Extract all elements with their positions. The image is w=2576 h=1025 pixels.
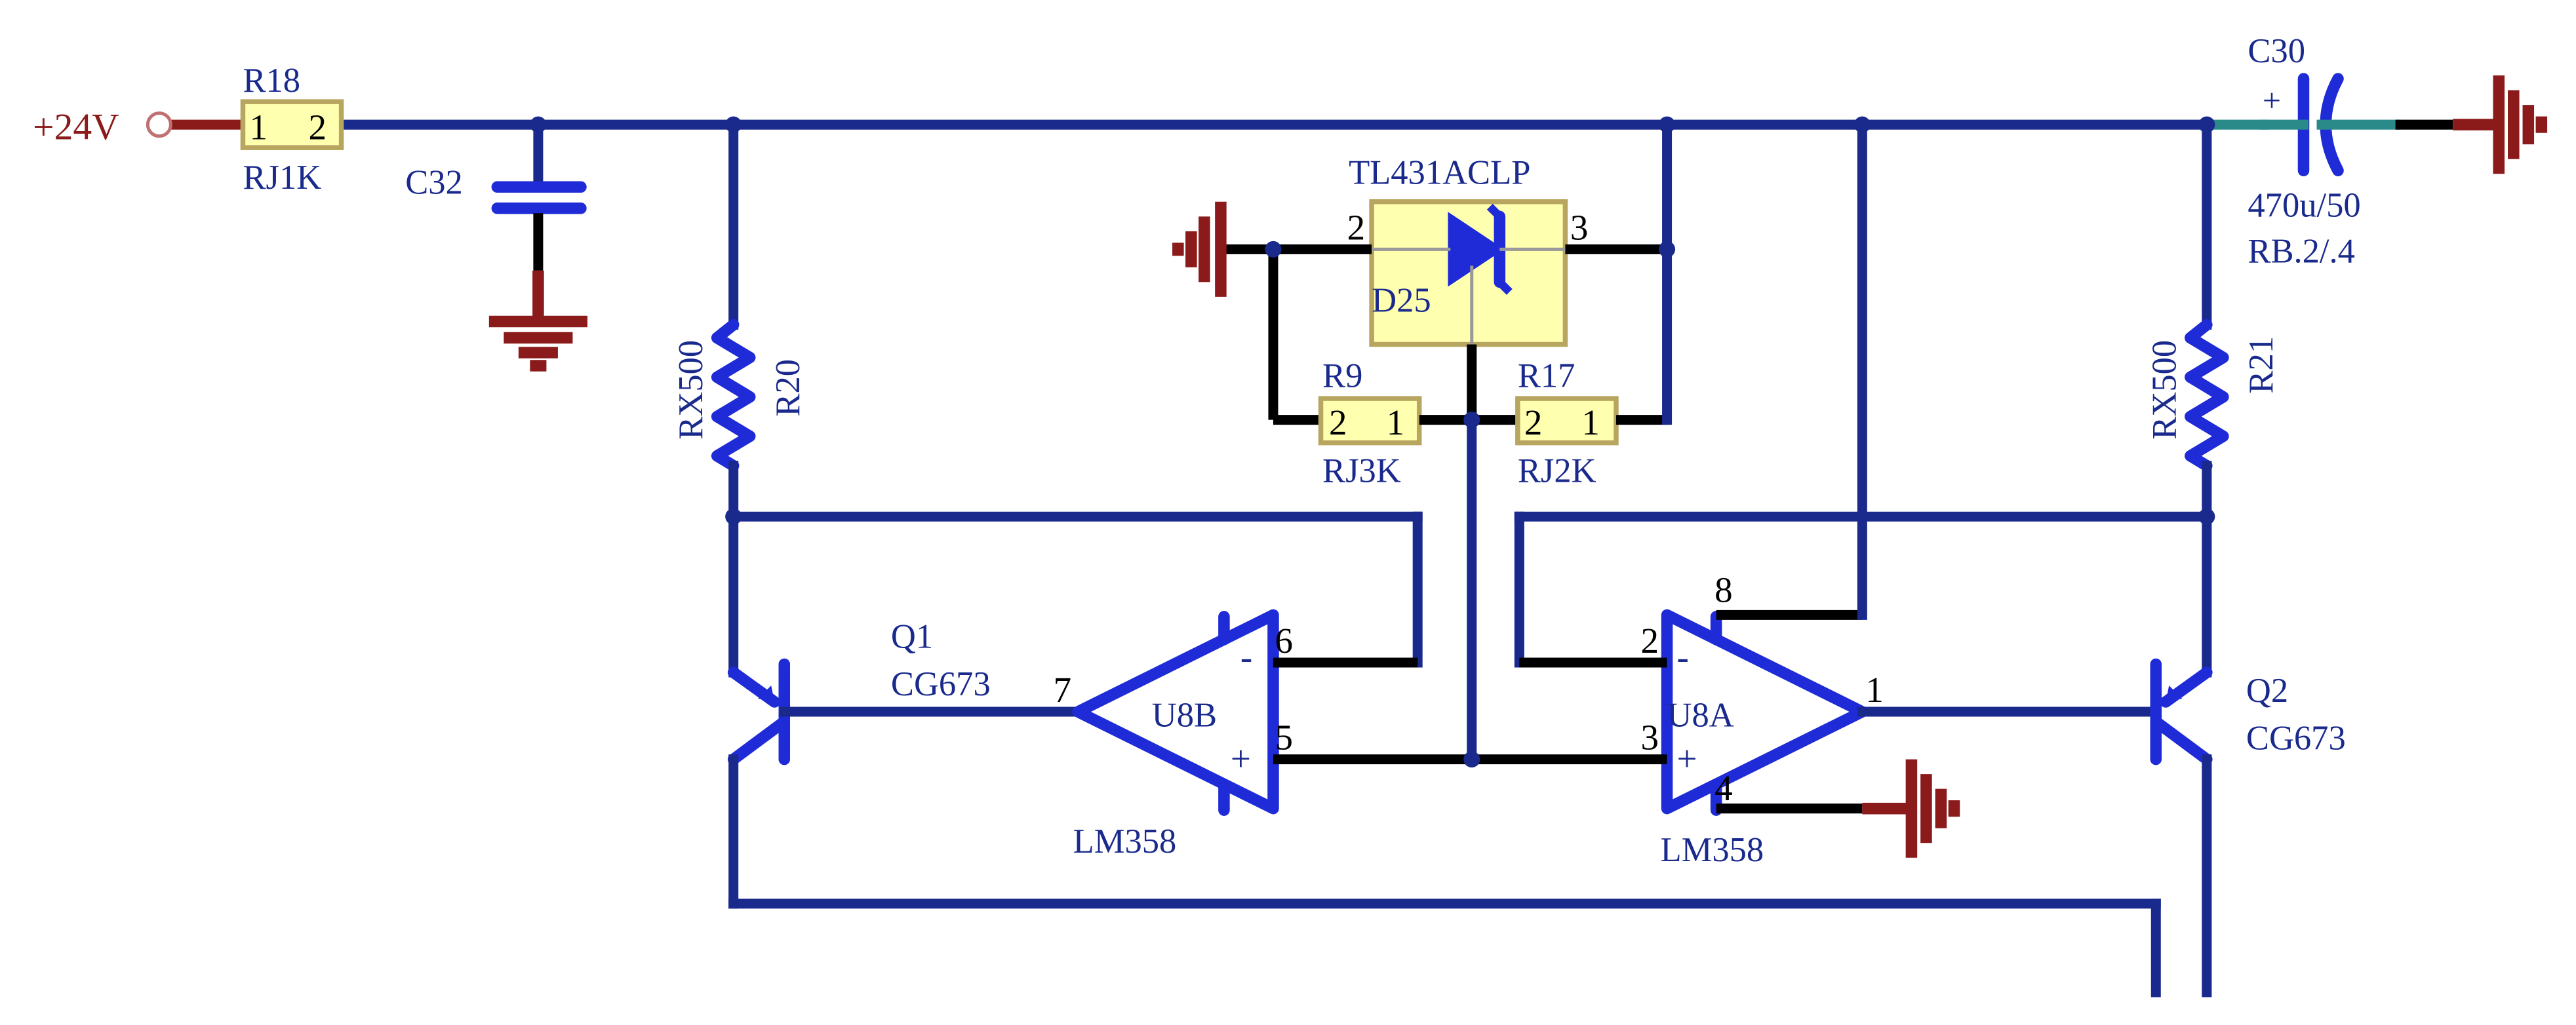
r20-value: RX500 bbox=[672, 340, 710, 440]
r9-value: RJ3K bbox=[1322, 452, 1401, 490]
r18-body bbox=[240, 99, 344, 150]
r17-body bbox=[1515, 396, 1619, 446]
u8a-minus: - bbox=[1677, 637, 1689, 677]
u8a-pin1: 1 bbox=[1865, 670, 1884, 710]
capacitor-c30: C30 + 470u/50 RB.2/.4 bbox=[2248, 32, 2453, 270]
r17-pin2: 2 bbox=[1524, 402, 1543, 442]
r20-designator: R20 bbox=[769, 359, 807, 417]
c30-value: 470u/50 bbox=[2248, 186, 2360, 224]
junctions bbox=[530, 116, 2215, 768]
u8b-plus: + bbox=[1231, 739, 1251, 779]
r21-value: RX500 bbox=[2145, 340, 2183, 440]
u8b-pin6: 6 bbox=[1275, 621, 1293, 661]
q1-designator: Q1 bbox=[891, 617, 933, 655]
capacitor-c32: C32 bbox=[405, 119, 587, 372]
u8b-minus: - bbox=[1240, 637, 1252, 677]
c30-footprint: RB.2/.4 bbox=[2248, 232, 2355, 270]
d25-part: TL431ACLP bbox=[1349, 153, 1530, 191]
resistor-r20: RX500 R20 bbox=[672, 119, 807, 678]
u8b-pin7: 7 bbox=[1054, 670, 1072, 710]
r9-pin1: 1 bbox=[1387, 402, 1405, 442]
resistor-r21: RX500 R21 bbox=[2145, 119, 2280, 678]
ground-u8a bbox=[1862, 759, 1960, 858]
r9-pin2: 2 bbox=[1329, 402, 1347, 442]
resistor-r9: R9 2 1 RJ3K bbox=[1318, 357, 1422, 490]
power-label: +24V bbox=[33, 107, 119, 148]
u8a-pin4: 4 bbox=[1714, 768, 1733, 808]
shunt-regulator-d25: TL431ACLP 2 3 D25 bbox=[1273, 153, 1667, 420]
r18-pin1: 1 bbox=[249, 107, 268, 147]
r17-value: RJ2K bbox=[1518, 452, 1596, 490]
r18-designator: R18 bbox=[243, 62, 300, 100]
transistor-q1: Q1 CG673 bbox=[727, 617, 1088, 909]
opamp-u8a: 8 2 3 1 4 - + U8A LM358 bbox=[1471, 119, 2158, 869]
resistor-r18: R18 1 2 RJ1K bbox=[240, 62, 344, 197]
u8b-value: LM358 bbox=[1073, 822, 1177, 861]
u8a-pin8: 8 bbox=[1714, 570, 1733, 609]
power-port-24v: +24V bbox=[33, 107, 172, 148]
c30-polarity: + bbox=[2263, 82, 2281, 119]
c32-designator: C32 bbox=[405, 163, 463, 201]
r9-body bbox=[1318, 396, 1422, 446]
ground-d25 bbox=[1172, 201, 1273, 297]
q2-value: CG673 bbox=[2246, 720, 2346, 758]
u8a-value: LM358 bbox=[1661, 831, 1764, 869]
u8b-designator: U8B bbox=[1152, 697, 1217, 735]
resistor-r17: R17 2 1 RJ2K bbox=[1515, 357, 1619, 490]
r18-pin2: 2 bbox=[309, 107, 327, 147]
u8a-pin2: 2 bbox=[1641, 621, 1659, 661]
r17-designator: R17 bbox=[1518, 357, 1575, 395]
u8a-plus: + bbox=[1677, 739, 1697, 779]
r9-designator: R9 bbox=[1322, 357, 1362, 395]
opamp-u8b: 7 6 5 - + U8B LM358 bbox=[1054, 609, 1472, 861]
r17-pin1: 1 bbox=[1581, 402, 1600, 442]
d25-pin2: 2 bbox=[1347, 207, 1366, 247]
u8a-pin3: 3 bbox=[1641, 718, 1659, 758]
d25-designator: D25 bbox=[1372, 281, 1431, 319]
d25-pin3: 3 bbox=[1570, 207, 1589, 247]
c30-designator: C30 bbox=[2248, 32, 2305, 70]
transistor-q2: Q2 CG673 bbox=[2150, 658, 2346, 997]
power-terminal bbox=[146, 111, 172, 138]
q2-designator: Q2 bbox=[2246, 672, 2288, 710]
u8a-designator: U8A bbox=[1667, 697, 1734, 735]
r18-value: RJ1K bbox=[243, 159, 321, 197]
r21-designator: R21 bbox=[2242, 336, 2280, 394]
ground-c30 bbox=[2453, 75, 2548, 174]
u8b-pin5: 5 bbox=[1275, 718, 1293, 758]
d25-body bbox=[1369, 199, 1568, 347]
q1-value: CG673 bbox=[891, 665, 991, 703]
